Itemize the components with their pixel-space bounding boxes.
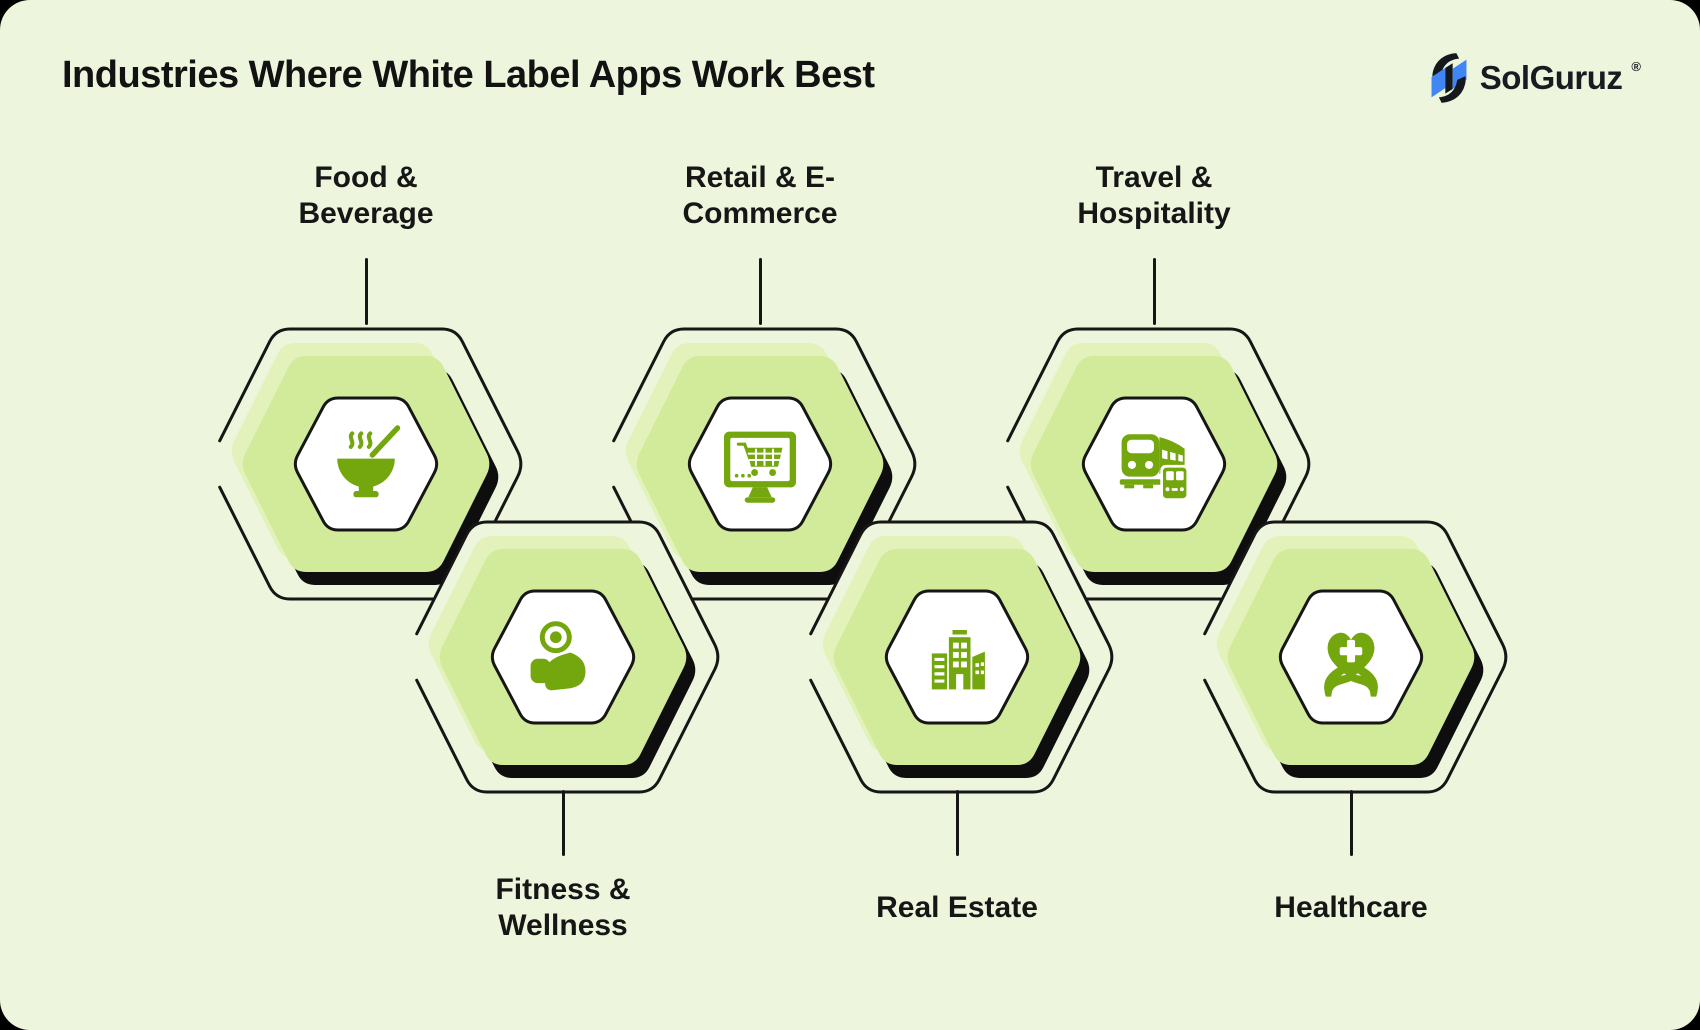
industry-fitness-wellness: Fitness & Wellness xyxy=(393,518,733,978)
connector-line xyxy=(561,790,565,856)
industry-label: Retail & E- Commerce xyxy=(682,161,838,230)
industry-food-beverage: Food & Beverage xyxy=(196,150,536,775)
industry-healthcare: Healthcare xyxy=(1181,518,1521,978)
industry-label: Food & Beverage xyxy=(298,161,434,230)
train-bus-icon xyxy=(1119,434,1190,501)
connector-line xyxy=(758,258,762,325)
soup-bowl-icon xyxy=(337,425,401,498)
industry-label: Healthcare xyxy=(1274,891,1428,924)
registered-mark: ® xyxy=(1631,58,1641,74)
solguruz-logo-icon xyxy=(1431,53,1467,103)
hexagon-food-beverage xyxy=(211,327,523,601)
hexagon-retail-ecommerce xyxy=(605,327,917,601)
hexagon-fitness-wellness xyxy=(408,520,720,794)
solguruz-logo: SolGuruz ® xyxy=(1426,50,1641,106)
industry-real-estate: Real Estate xyxy=(787,518,1127,978)
industry-retail-ecommerce: Retail & E- Commerce xyxy=(590,150,930,775)
bicep-dumbbell-icon xyxy=(530,621,586,691)
hexagon-real-estate xyxy=(802,520,1114,794)
industry-label: Travel & Hospitality xyxy=(1077,161,1231,230)
ecommerce-monitor-cart-icon xyxy=(724,431,796,503)
solguruz-logo-text: SolGuruz xyxy=(1479,59,1623,96)
page-title: Industries Where White Label Apps Work B… xyxy=(62,54,875,96)
industry-travel-hospitality: Travel & Hospitality xyxy=(984,150,1324,775)
buildings-icon xyxy=(931,630,985,690)
connector-line xyxy=(955,790,959,856)
connector-line xyxy=(364,258,368,325)
hexagon-healthcare xyxy=(1196,520,1508,794)
hexagon-travel-hospitality xyxy=(999,327,1311,601)
industry-label: Fitness & Wellness xyxy=(495,873,631,942)
connector-line xyxy=(1152,258,1156,325)
connector-line xyxy=(1349,790,1353,856)
heart-cross-hands-icon xyxy=(1324,632,1378,697)
industry-label: Real Estate xyxy=(876,891,1038,924)
